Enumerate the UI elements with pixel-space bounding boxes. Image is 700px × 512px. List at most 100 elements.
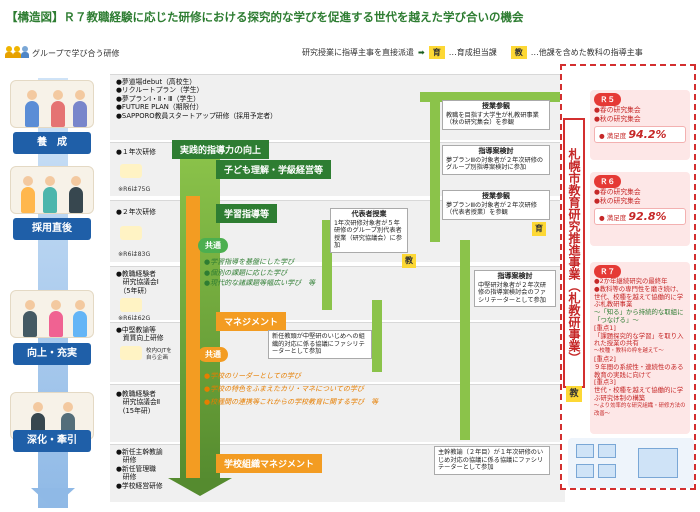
year2-note: ※R6は83G — [118, 251, 151, 258]
r5-block: Ｒ５ ●春の研究集会 ●秋の研究集会 ● 満足度 94.2% — [590, 90, 690, 160]
box-title: 授業参観 — [482, 192, 510, 200]
group-icon — [120, 346, 142, 360]
box-title: 指導案検討 — [478, 147, 514, 155]
stage-shinka: 深化・牽引 — [13, 430, 91, 452]
list-item: ●学校の特色をふまえたカリ・マネについての学び — [204, 385, 364, 393]
kyotsu1-list: ●学習指導を基盤にした学び ●個別の課題に応じた学び ●現代的な諸課題等幅広い学… — [204, 257, 315, 289]
legend-dispatch-label: 研究授業に指導主事を直接派遣 — [302, 48, 414, 57]
year2-label: ●２年次研修 — [116, 208, 156, 216]
connector-bar — [430, 92, 440, 242]
list-item: ●SAPPORO教員スタートアップ研修（採用予定者） — [116, 111, 277, 120]
chuken-note: 校内OJTを自ら企画 — [146, 348, 172, 361]
box-title: 代表者授業 — [351, 210, 387, 218]
list-item: ●FUTURE PLAN（期限付） — [116, 103, 203, 112]
satisfaction-label: 満足度 — [606, 214, 627, 222]
year1-note: ※R6は75G — [118, 186, 151, 193]
box-shido-2: 指導案検討 中堅研対象者が２年次研修の指導案検討会のファシリテーターとして参加 — [474, 270, 556, 308]
list-item: ●校種間の連携等これからの学校教育に関する学び 等 — [204, 398, 379, 406]
list-item: 〜「知る」から持続的な取組に「つなげる」〜 — [594, 308, 684, 324]
meeting-photos — [568, 438, 694, 488]
kyoshoku1-label: ●教職経験者 研究協議会Ⅰ （5年研） — [116, 270, 159, 295]
list-item: 〜より効率的な研究組織・研修方法の改善〜 — [594, 402, 686, 417]
career-arrow-head — [31, 488, 75, 508]
r6-badge: Ｒ６ — [594, 175, 621, 188]
box-text: 夢プランⅢの対象者が２年次研修（代表者授業）を参観 — [446, 201, 537, 217]
list-item: [重点3] — [594, 378, 616, 387]
satisfaction-label: 満足度 — [606, 132, 627, 140]
box-chuken: 新任教頭が中堅研のいじめへの組織的対応に係る協議にファシリテーターとして参加 — [268, 330, 372, 359]
list-item: ●教職経験者 — [116, 390, 156, 398]
box-text: 教職を目指す大学生が札教研事業（秋の研究集会）を参観 — [446, 111, 539, 127]
list-item: ●秋の研究集会 — [594, 115, 641, 123]
stage-yosei-illustration — [10, 80, 94, 128]
sakkyoken-vertical-title: 札幌市教育研究推進事業（札教研事業） — [563, 118, 585, 388]
list-item: ●新任管理職 — [116, 464, 156, 473]
list-item: ●学習指導を基盤にした学び — [204, 258, 295, 266]
kodomo-label: 子ども理解・学級経営等 — [216, 160, 332, 179]
iku-tag: 育 — [532, 222, 546, 236]
box-jugyo-2: 授業参観 夢プランⅢの対象者が２年次研修（代表者授業）を参観 — [442, 190, 550, 220]
list-item: 研究協議会Ⅱ — [116, 398, 161, 407]
soshiki-label: 学校組織マネジメント — [216, 454, 323, 473]
list-item: [重点2] — [594, 354, 616, 363]
legend-group-learning: グループで学び合う研修 — [5, 46, 120, 60]
box-shukan: 主幹教諭（２年目）が１年次研修のいじめ対応の協議に係る協議にファシリテーターとし… — [434, 446, 550, 475]
kyotsu2-list: ●学校のリーダーとしての学び ●学校の特色をふまえたカリ・マネについての学び ●… — [204, 370, 378, 409]
r5-badge: Ｒ５ — [594, 93, 621, 106]
list-item: ●教科等の専門性を磨き続け、世代、校種を越えて協働的に学ぶ札教研事業 — [594, 284, 684, 309]
list-item: ●学校経営研修 — [116, 481, 163, 490]
list-item: ●夢プランⅠ・Ⅱ・Ⅲ（学生） — [116, 94, 200, 103]
group-icon — [120, 164, 142, 178]
title-bar — [0, 0, 700, 38]
legend-kyo-text: …他課を含めた教科の指導主事 — [530, 48, 643, 57]
arrow-right-icon: ➡ — [418, 48, 425, 57]
box-text: 中堅研対象者が２年次研修の指導案検討会のファシリテーターとして参加 — [478, 281, 547, 304]
list-item: （5年研） — [116, 286, 151, 295]
stage-yosei: 養 成 — [13, 132, 91, 154]
chuken-label: ●中堅教諭等 資質向上研修 — [116, 326, 164, 343]
r7-block: Ｒ７ ●2か年継続研究の最終年 ●教科等の専門性を磨き続け、世代、校種を越えて協… — [590, 262, 690, 434]
r6-block: Ｒ６ ●春の研究集会 ●秋の研究集会 ● 満足度 92.8% — [590, 172, 690, 246]
shido-up-label: 実践的指導力の向上 — [172, 140, 270, 159]
box-title: 授業参観 — [482, 102, 510, 110]
gakushu-label: 学習指導等 — [216, 204, 278, 223]
list-item: ●中堅教諭等 — [116, 326, 156, 334]
list-item: ●教職経験者 — [116, 270, 156, 278]
list-item: 研修 — [116, 456, 137, 465]
list-item: ●2か年継続研究の最終年 — [594, 277, 668, 285]
legend-dispatch: 研究授業に指導主事を直接派遣 ➡ 育 …育成担当課 教 …他課を含めた教科の指導… — [302, 46, 643, 59]
group-icon — [120, 298, 142, 312]
connector-bar — [372, 300, 382, 372]
year1-label: ●１年次研修 — [116, 148, 156, 156]
legend-group-learning-label: グループで学び合う研修 — [32, 48, 120, 58]
list-item: 研修 — [116, 473, 137, 482]
group-icon — [120, 226, 142, 240]
list-item: [重点1] — [594, 323, 616, 332]
box-text: 夢プランⅢの対象者が２年次研修のグループ別指導案検討に参加 — [446, 156, 544, 172]
list-item: ９年間の系統性・連続性のある教育の実践に向けて — [594, 362, 684, 379]
list-item: (15年研) — [116, 406, 151, 415]
page-title: 【構造図】Ｒ７教職経験に応じた研修における探究的な学びを促進する世代を越えた学び… — [6, 10, 524, 24]
list-item: ●個別の課題に応じた学び — [204, 268, 288, 277]
yosei-list: ●夢道場debut（高校生） ●リクルートプラン（学生） ●夢プランⅠ・Ⅱ・Ⅲ（… — [116, 78, 277, 120]
box-jugyo-1: 授業参観 教職を目指す大学生が札教研事業（秋の研究集会）を参観 — [442, 100, 550, 130]
legend-iku-text: …育成担当課 — [448, 48, 497, 57]
kyotsu1-pill: 共通 — [198, 238, 228, 253]
kyo-tag: 教 — [402, 254, 416, 268]
stage-saiyo: 採用直後 — [13, 218, 91, 240]
list-item: 「課題探究的な学習」を取り入れた授業の共有 — [594, 331, 684, 348]
list-item: 資質向上研修 — [116, 334, 164, 343]
list-item: 〜校種・教科の枠を越えて〜 — [594, 348, 664, 355]
kyotsu2-pill: 共通 — [198, 347, 228, 362]
connector-bar — [460, 240, 470, 440]
growth-arrow-head — [168, 478, 232, 496]
stage-saiyo-illustration — [10, 166, 94, 214]
box-daihyo: 代表者授業 1年次研修対象者が５年研修のグループ別代表者授業（研究協議会）に参加 — [330, 208, 408, 253]
list-item: ●リクルートプラン（学生） — [116, 86, 204, 95]
r6-satisfaction: ● 満足度 92.8% — [594, 208, 686, 225]
connector-bar — [322, 220, 332, 310]
legend-iku-chip: 育 — [428, 46, 445, 59]
people-group-icon — [5, 46, 29, 60]
list-item: ●春の研究集会 — [594, 106, 641, 114]
kanri-label: ●新任主幹教諭 研修 ●新任管理職 研修 ●学校経営研修 — [116, 448, 163, 490]
